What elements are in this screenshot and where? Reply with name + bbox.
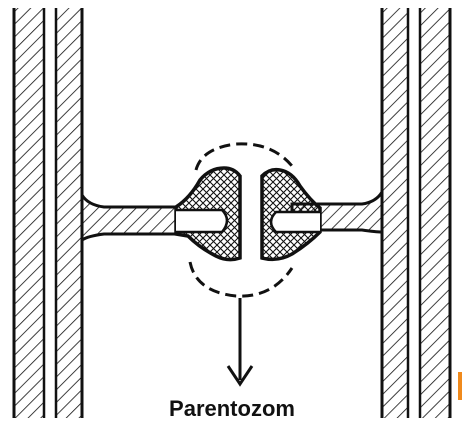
right-outer-wall — [420, 8, 450, 418]
right-inner-wall — [382, 8, 408, 418]
label-arrow — [228, 298, 252, 384]
left-inner-wall — [56, 8, 82, 418]
right-dolipore-swelling — [262, 170, 320, 260]
left-outer-wall — [14, 8, 44, 418]
left-dolipore-swelling — [176, 168, 240, 260]
parentozom-label: Parentozom — [130, 396, 334, 422]
edge-accent-mark — [458, 372, 462, 400]
left-septum — [82, 195, 176, 240]
